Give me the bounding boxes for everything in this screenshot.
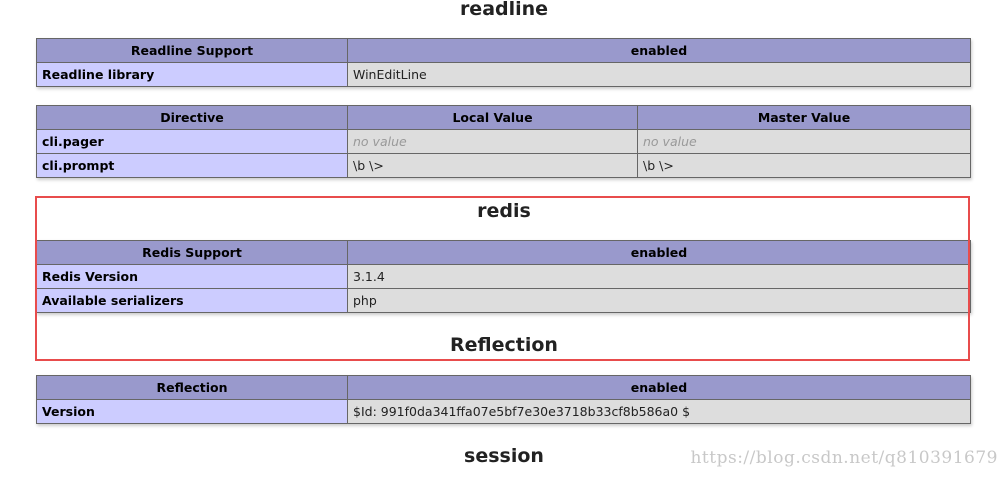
section-title-redis: redis xyxy=(477,200,531,222)
table-header-row: Reflection enabled xyxy=(36,375,971,400)
section-title-reflection: Reflection xyxy=(450,334,558,356)
no-value-text: no value xyxy=(353,134,407,149)
table-row: Available serializers php xyxy=(36,288,971,313)
value-cell: 3.1.4 xyxy=(347,264,971,289)
table-header-row: Readline Support enabled xyxy=(36,38,971,63)
header-cell: Reflection xyxy=(36,375,348,400)
value-cell: \b \> xyxy=(637,153,971,178)
section-title-session: session xyxy=(464,445,544,467)
key-cell: cli.pager xyxy=(36,129,348,154)
header-cell: Master Value xyxy=(637,105,971,130)
value-cell: $Id: 991f0da341ffa07e5bf7e30e3718b33cf8b… xyxy=(347,399,971,424)
header-cell: enabled xyxy=(347,375,971,400)
table-header-row: Redis Support enabled xyxy=(36,240,971,265)
key-cell: Version xyxy=(36,399,348,424)
readline-directive-table: Directive Local Value Master Value cli.p… xyxy=(36,105,971,178)
no-value-text: no value xyxy=(643,134,697,149)
watermark: https://blog.csdn.net/q810391679 xyxy=(690,448,998,468)
key-cell: cli.prompt xyxy=(36,153,348,178)
header-cell: Redis Support xyxy=(36,240,348,265)
key-cell: Readline library xyxy=(36,62,348,87)
table-row: Redis Version 3.1.4 xyxy=(36,264,971,289)
header-cell: Local Value xyxy=(347,105,638,130)
key-cell: Available serializers xyxy=(36,288,348,313)
value-cell: WinEditLine xyxy=(347,62,971,87)
redis-support-table: Redis Support enabled Redis Version 3.1.… xyxy=(36,240,971,313)
header-cell: enabled xyxy=(347,38,971,63)
value-cell: no value xyxy=(637,129,971,154)
key-cell: Redis Version xyxy=(36,264,348,289)
header-cell: Directive xyxy=(36,105,348,130)
section-title-readline: readline xyxy=(459,0,549,20)
value-cell: php xyxy=(347,288,971,313)
value-cell: \b \> xyxy=(347,153,638,178)
table-header-row: Directive Local Value Master Value xyxy=(36,105,971,130)
header-cell: enabled xyxy=(347,240,971,265)
table-row: Readline library WinEditLine xyxy=(36,62,971,87)
header-cell: Readline Support xyxy=(36,38,348,63)
table-row: cli.prompt \b \> \b \> xyxy=(36,153,971,178)
table-row: Version $Id: 991f0da341ffa07e5bf7e30e371… xyxy=(36,399,971,424)
table-row: cli.pager no value no value xyxy=(36,129,971,154)
value-cell: no value xyxy=(347,129,638,154)
reflection-support-table: Reflection enabled Version $Id: 991f0da3… xyxy=(36,375,971,424)
readline-support-table: Readline Support enabled Readline librar… xyxy=(36,38,971,87)
